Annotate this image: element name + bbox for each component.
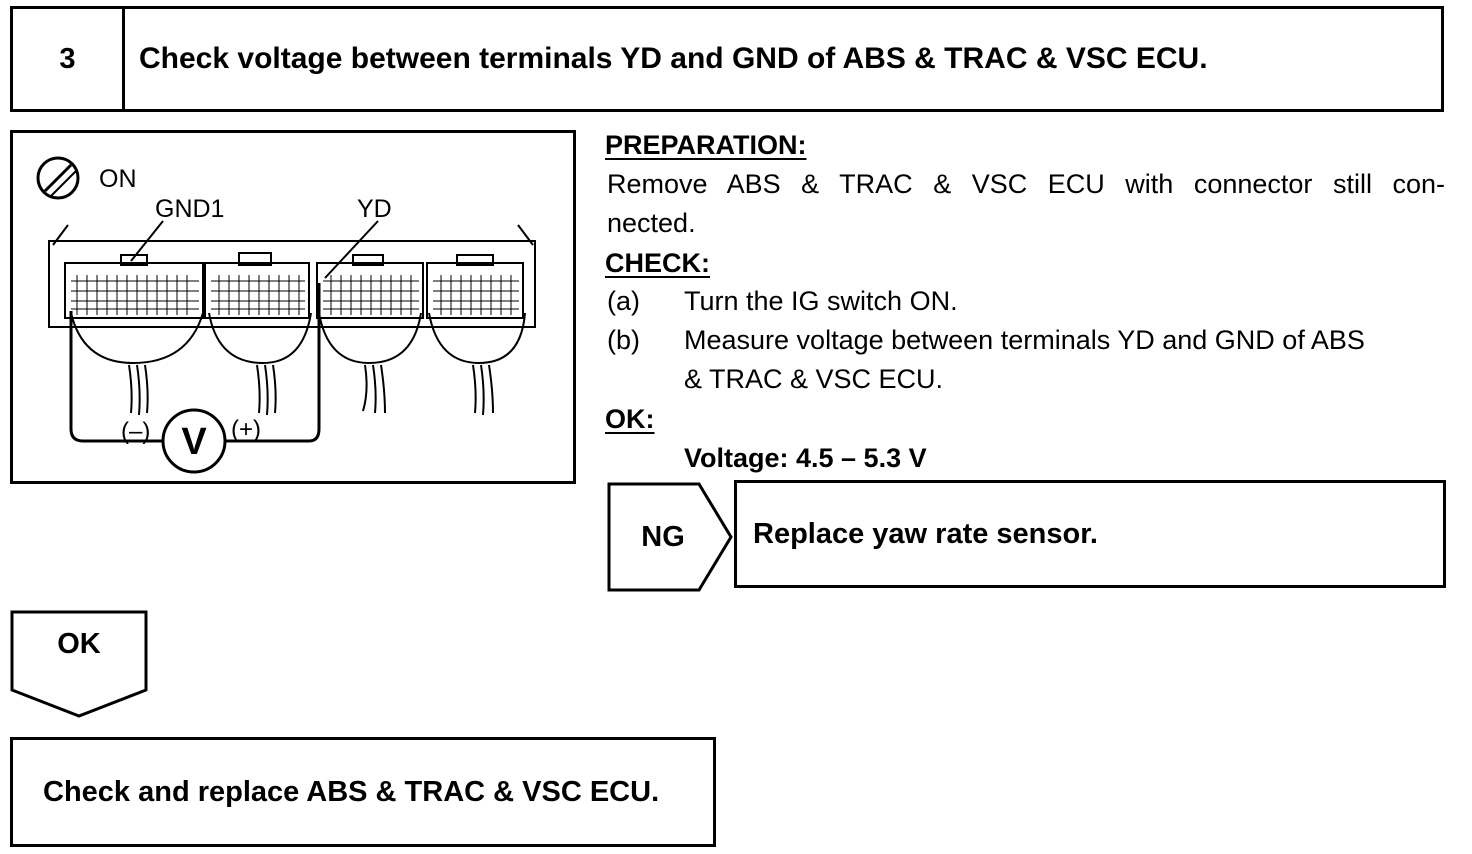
check-item-b-text: Measure voltage between terminals YD and…: [684, 325, 1365, 355]
yd-terminal-label: YD: [357, 195, 392, 223]
check-item-b-marker: (b): [607, 325, 640, 355]
ok-spec-heading: OK:: [605, 404, 655, 434]
check-item-a-marker: (a): [607, 286, 640, 316]
step-title: Check voltage between terminals YD and G…: [122, 6, 1444, 112]
connector-4: [426, 254, 524, 319]
connector-3: [316, 254, 424, 319]
ok-label: OK: [57, 628, 101, 660]
step-number: 3: [10, 6, 125, 112]
plus-probe-label: (+): [231, 416, 261, 443]
check-item-b-text-cont: & TRAC & VSC ECU.: [684, 364, 944, 394]
ignition-switch-icon: [36, 156, 80, 200]
ok-spec-value: Voltage: 4.5 – 5.3 V: [684, 443, 927, 473]
preparation-text-line1: Remove ABS & TRAC & VSC ECU with connect…: [607, 169, 1445, 199]
voltmeter-icon: [161, 408, 227, 474]
ignition-on-label: ON: [99, 165, 137, 193]
ng-arrow: NG: [607, 482, 735, 592]
wiring-diagram: ON GND1 YD (–) (+) V: [10, 130, 576, 484]
ecu-connector-illustration: ON GND1 YD (–) (+) V: [36, 156, 536, 474]
connector-1: [64, 254, 204, 319]
connector-2: [204, 252, 310, 319]
ok-arrow: OK: [10, 610, 150, 720]
gnd-terminal-label: GND1: [155, 195, 224, 223]
voltmeter-symbol: V: [181, 421, 207, 463]
check-heading: CHECK:: [605, 248, 710, 278]
check-item-a-text: Turn the IG switch ON.: [684, 286, 958, 316]
ng-label: NG: [641, 520, 685, 553]
preparation-text-line2: nected.: [607, 208, 696, 238]
preparation-heading: PREPARATION:: [605, 130, 807, 160]
minus-probe-label: (–): [121, 418, 150, 445]
ok-result-box: Check and replace ABS & TRAC & VSC ECU.: [10, 737, 716, 847]
ng-result-box: Replace yaw rate sensor.: [734, 480, 1446, 588]
